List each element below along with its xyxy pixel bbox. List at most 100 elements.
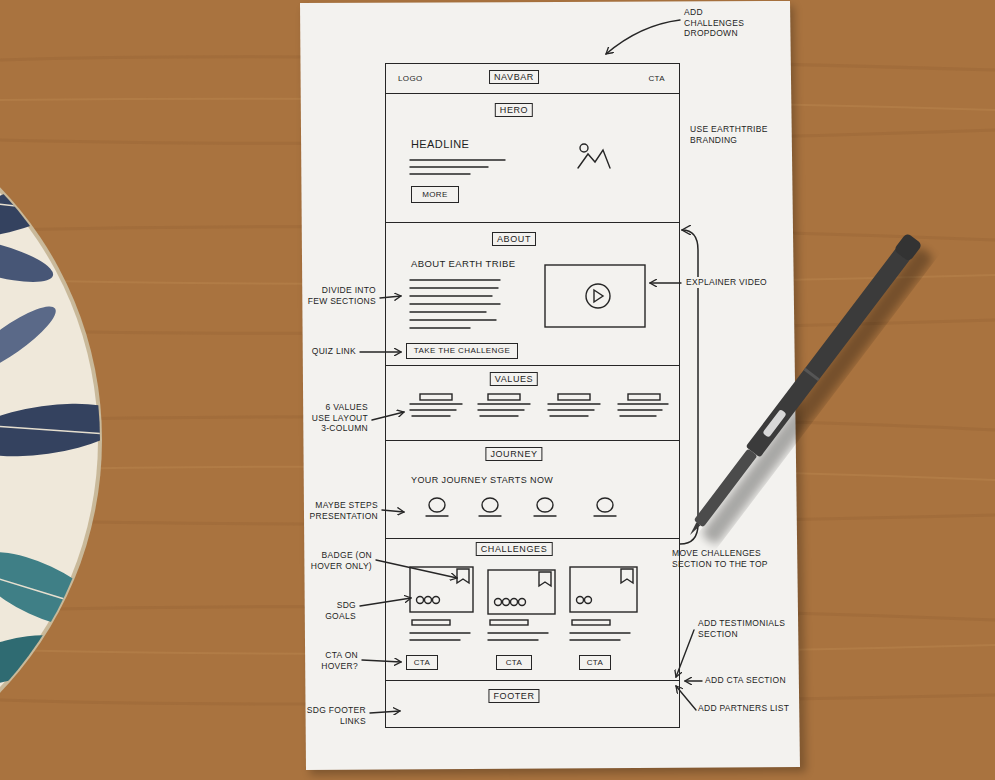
video-frame <box>545 265 645 327</box>
button: MORE <box>411 186 459 203</box>
journey-steps <box>482 498 498 512</box>
pen-illustration <box>893 232 922 262</box>
value-columns <box>410 404 462 416</box>
challenge-cards <box>519 599 526 606</box>
value-columns <box>478 404 530 416</box>
section-tag: CHALLENGES <box>476 542 553 556</box>
annotation-note: 6 VALUES USE LAYOUT 3-COLUMN <box>306 402 368 434</box>
sketch-details <box>360 20 702 713</box>
hero-band: HEROHEADLINEMORE <box>385 93 680 223</box>
section-text: HEADLINE <box>411 138 469 151</box>
challenge-cards <box>570 633 630 640</box>
image-icon <box>580 144 588 152</box>
text-lines <box>410 280 500 328</box>
leaf-pattern <box>0 297 63 383</box>
challenge-cards <box>570 567 637 612</box>
pen-illustration <box>762 409 786 438</box>
annotation-note: EXPLAINER VIDEO <box>684 277 778 288</box>
leader-arrows <box>376 560 457 578</box>
leader-arrows <box>360 351 401 352</box>
button-label: MORE <box>422 190 448 199</box>
button-label: CTA <box>414 658 431 667</box>
pen-illustration <box>804 368 820 381</box>
challenges-band: CHALLENGES CTA CTA CTA <box>385 538 680 681</box>
section-text: YOUR JOURNEY STARTS NOW <box>411 475 553 485</box>
pen-illustration <box>682 232 923 541</box>
footer-band: FOOTER <box>385 680 680 728</box>
journey-steps <box>597 498 613 512</box>
button-label: CTA <box>587 658 604 667</box>
section-tag: NAVBAR <box>489 70 539 84</box>
leaf-pattern <box>0 200 120 610</box>
leaf-pattern <box>0 395 128 465</box>
leader-arrows <box>380 296 401 298</box>
challenge-cards <box>410 567 473 612</box>
section-tag: VALUES <box>490 372 538 386</box>
challenge-cards <box>410 633 470 640</box>
paper-sheet <box>300 1 806 775</box>
challenge-cards <box>495 599 502 606</box>
challenge-cards <box>585 597 592 604</box>
challenge-cards <box>488 570 555 614</box>
leader-arrows <box>650 282 681 283</box>
play-icon <box>586 284 610 308</box>
button: CTA <box>496 655 532 670</box>
annotation-note: CTA ON HOVER? <box>306 650 358 671</box>
leader-arrows <box>606 20 680 54</box>
journey-band: JOURNEY YOUR JOURNEY STARTS NOW <box>385 440 680 539</box>
paper-sheet <box>300 1 800 770</box>
pen-illustration <box>700 245 935 546</box>
leaf-pattern <box>0 161 128 695</box>
challenge-cards <box>511 599 518 606</box>
leaf-pattern <box>0 537 114 643</box>
annotation-note: ADD PARTNERS LIST <box>698 703 794 714</box>
annotation-note: DIVIDE INTO FEW SECTIONS <box>306 285 376 306</box>
value-columns <box>420 394 452 400</box>
button-label: CTA <box>506 658 523 667</box>
annotation-note: SDG FOOTER LINKS <box>306 705 366 726</box>
annotation-note: QUIZ LINK <box>306 346 356 357</box>
challenge-cards <box>488 633 548 640</box>
section-tag: FOOTER <box>488 689 539 703</box>
button: TAKE THE CHALLENGE <box>406 343 518 359</box>
pen-illustration <box>700 245 935 546</box>
pen-illustration <box>688 522 700 536</box>
challenge-cards <box>425 597 432 604</box>
leaf-pattern <box>0 161 107 250</box>
section-tag: JOURNEY <box>485 447 542 461</box>
journey-steps <box>429 498 445 512</box>
annotation-note: BADGE (ON HOVER ONLY) <box>306 550 372 571</box>
journey-steps <box>594 515 616 516</box>
value-columns <box>410 394 668 416</box>
journey-steps <box>426 498 616 516</box>
challenge-cards <box>433 597 440 604</box>
leader-arrows <box>372 412 404 420</box>
value-columns <box>488 394 520 400</box>
image-icon <box>578 150 610 168</box>
value-columns <box>548 404 600 416</box>
journey-steps <box>426 515 448 516</box>
annotation-note: SDG GOALS <box>306 600 356 621</box>
text-lines <box>410 160 505 174</box>
annotation-note: USE EARTHTRIBE BRANDING <box>690 124 772 145</box>
annotation-note: ADD CHALLENGES DROPDOWN <box>684 7 764 39</box>
leader-arrows <box>362 660 401 662</box>
button: CTA <box>406 655 438 670</box>
about-band: ABOUTABOUT EARTH TRIBETAKE THE CHALLENGE <box>385 222 680 366</box>
journey-steps <box>534 515 556 516</box>
challenge-cards <box>412 620 450 625</box>
section-tag: ABOUT <box>492 232 536 246</box>
annotation-note: MOVE CHALLENGES SECTION TO THE TOP <box>672 548 776 569</box>
journey-steps <box>537 498 553 512</box>
plate <box>0 76 128 780</box>
button: CTA <box>579 655 611 670</box>
leaf-pattern <box>0 229 57 291</box>
challenge-cards <box>490 620 528 625</box>
journey-steps <box>479 515 501 516</box>
annotation-note: MAYBE STEPS PRESENTATION <box>306 500 378 521</box>
pen-illustration <box>694 448 758 527</box>
leaf-pattern <box>0 625 73 695</box>
challenge-cards <box>539 572 551 586</box>
